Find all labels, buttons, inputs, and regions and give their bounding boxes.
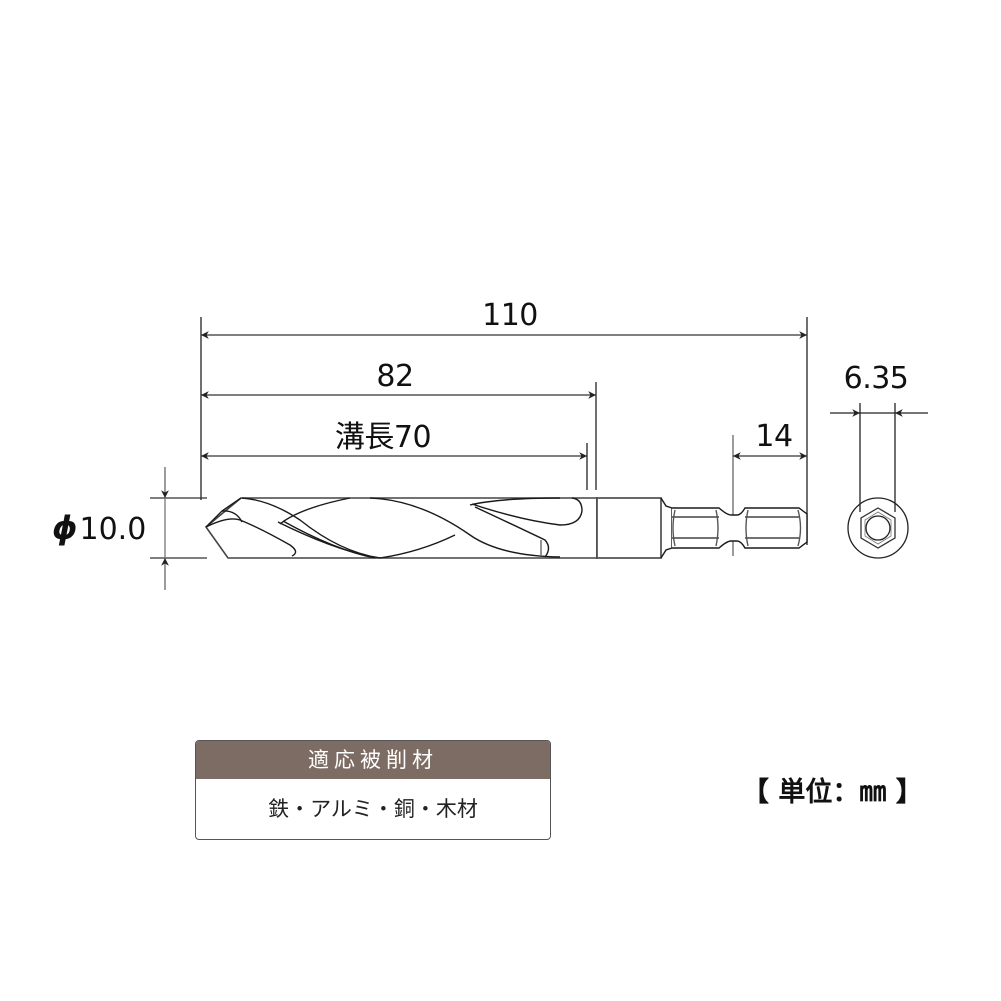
body-length-label: 82 — [376, 359, 414, 394]
hex-width-label: 6.35 — [843, 361, 909, 396]
flute-length-label: 溝長70 — [334, 420, 432, 455]
materials-title: 適応被削材 — [196, 741, 550, 779]
materials-value: 鉄・アルミ・銅・木材 — [268, 797, 478, 821]
materials-table: 適応被削材 鉄・アルミ・銅・木材 — [195, 740, 551, 840]
diameter-symbol: ϕ — [52, 509, 78, 547]
unit-note: 【 単位：㎜ 】 — [742, 777, 923, 808]
diameter-value: 10.0 — [79, 512, 147, 547]
hex-length-label: 14 — [755, 419, 793, 454]
overall-length-label: 110 — [482, 298, 538, 333]
dimension-lines — [201, 331, 807, 460]
drill-body — [204, 497, 808, 559]
diameter-label: ϕ10.0 — [52, 512, 146, 546]
diameter-dimension — [150, 467, 207, 590]
end-view — [830, 403, 928, 559]
